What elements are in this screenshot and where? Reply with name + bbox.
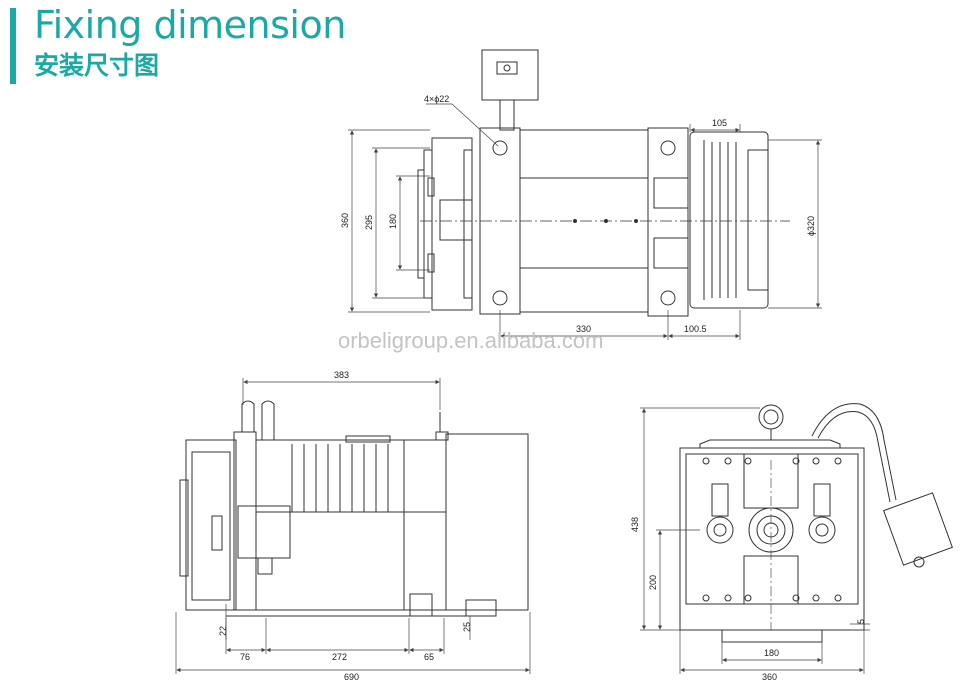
dim-330-label: 330 bbox=[576, 324, 591, 334]
brake-flange bbox=[185, 439, 237, 611]
page-title: Fixing dimension bbox=[34, 3, 346, 47]
dim-22-label: 22 bbox=[218, 626, 228, 636]
mount-hole bbox=[492, 140, 508, 156]
motor-housing bbox=[255, 439, 447, 611]
dim-65-label: 65 bbox=[424, 652, 434, 662]
dim-76-label: 76 bbox=[240, 652, 250, 662]
dim-25-label: 25 bbox=[462, 622, 472, 632]
lifting-eye bbox=[758, 404, 784, 430]
side-view bbox=[179, 400, 529, 617]
front-junction-box bbox=[883, 492, 953, 566]
front-housing bbox=[679, 447, 865, 631]
cable bbox=[811, 403, 897, 501]
top-view bbox=[417, 49, 790, 317]
sheave-housing bbox=[445, 433, 529, 611]
front-view bbox=[679, 403, 953, 643]
dim-360-label: 360 bbox=[340, 213, 350, 228]
dim-5-label: 5 bbox=[856, 619, 866, 624]
title-accent-bar bbox=[10, 8, 16, 84]
front-view-labels: 438 200 5 180 360 bbox=[630, 517, 866, 682]
side-view-dimensions bbox=[175, 378, 531, 674]
traction-sheave bbox=[689, 131, 769, 309]
dim-690-label: 690 bbox=[344, 672, 359, 682]
page-subtitle: 安装尺寸图 bbox=[34, 51, 160, 80]
dim-180-label: 180 bbox=[388, 214, 398, 229]
junction-box bbox=[481, 49, 539, 101]
side-view-labels: 383 22 76 272 65 25 690 bbox=[218, 370, 472, 682]
dim-200-label: 200 bbox=[648, 575, 658, 590]
side-junction-box bbox=[237, 505, 291, 559]
top-view-dimensions bbox=[348, 103, 822, 340]
hole-callout-label: 4×ϕ22 bbox=[424, 94, 449, 104]
watermark: orbeligroup.en.alibaba.com bbox=[338, 328, 604, 353]
mount-hole bbox=[492, 290, 508, 306]
front-view-dimensions bbox=[640, 407, 870, 674]
dim-100-5-label: 100.5 bbox=[684, 324, 707, 334]
dim-360-label: 360 bbox=[762, 672, 777, 682]
top-view-labels: 4×ϕ22 360 295 180 105 ϕ320 330 100.5 bbox=[340, 94, 816, 334]
dim-272-label: 272 bbox=[332, 652, 347, 662]
dim-320-label: ϕ320 bbox=[806, 216, 816, 236]
dim-295-label: 295 bbox=[364, 215, 374, 230]
dim-180-label: 180 bbox=[764, 648, 779, 658]
dim-105-label: 105 bbox=[712, 118, 727, 128]
dim-383-label: 383 bbox=[334, 370, 349, 380]
left-flange bbox=[431, 137, 473, 311]
dim-438-label: 438 bbox=[630, 517, 640, 532]
